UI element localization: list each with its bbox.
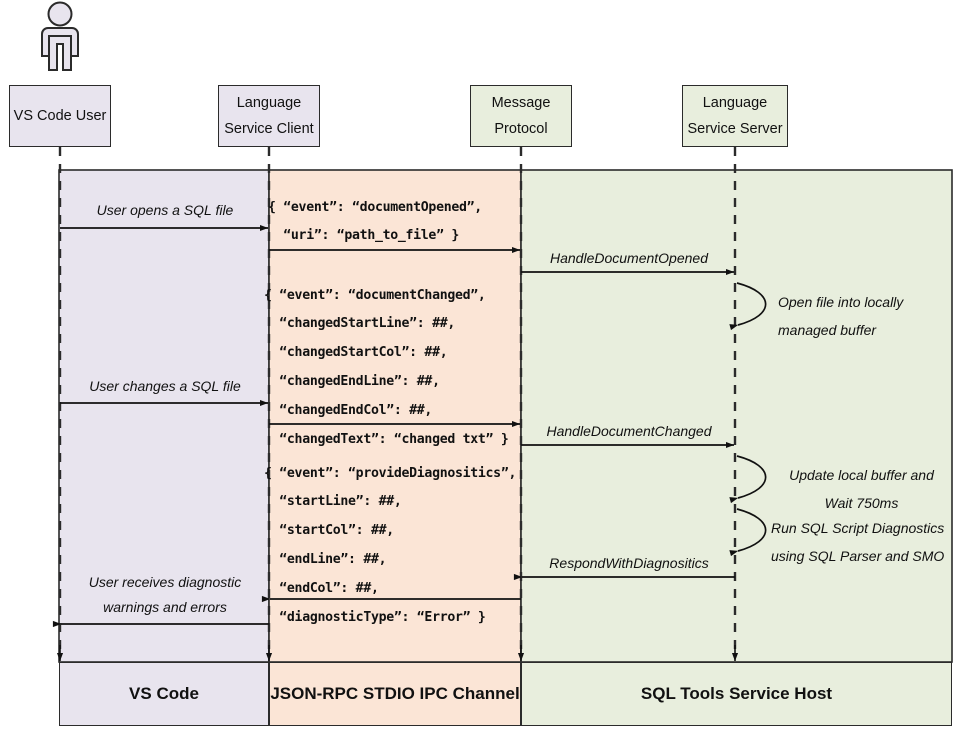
note-line: Open file into locally: [778, 294, 904, 310]
lifeline-terminators: [56, 645, 739, 662]
note-line: managed buffer: [778, 322, 877, 338]
payload-line: “endLine”: ##,: [264, 552, 387, 567]
self-note-open-file: Open file into locally managed buffer: [778, 288, 903, 344]
payload-line: { “event”: “provideDiagnositics”,: [264, 466, 517, 481]
message-label-handle-document-changed: HandleDocumentChanged: [524, 419, 734, 444]
payload-line: “changedStartLine”: ##,: [264, 316, 455, 331]
payload-line: “startLine”: ##,: [264, 494, 402, 509]
self-note-run-diagnostics: Run SQL Script Diagnostics using SQL Par…: [771, 514, 944, 570]
lifeline-title-line2: Service Server: [687, 121, 783, 137]
payload-line: { “event”: “documentOpened”,: [268, 200, 482, 215]
lifeline-header-message-protocol[interactable]: Message Protocol: [470, 85, 572, 147]
payload-line: “startCol”: ##,: [264, 523, 394, 538]
lifeline-header-language-service-client[interactable]: Language Service Client: [218, 85, 320, 147]
note-line: Run SQL Script Diagnostics: [771, 520, 945, 536]
payload-line: “changedEndCol”: ##,: [264, 403, 433, 418]
footer-vs-code[interactable]: VS Code: [59, 662, 269, 726]
lifeline-title-line1: Language: [702, 95, 768, 111]
payload-line: “uri”: “path_to_file” }: [268, 228, 459, 243]
note-line: using SQL Parser and SMO: [771, 548, 945, 564]
payload-line: “endCol”: ##,: [264, 581, 379, 596]
lifeline-title-line1: Language: [236, 95, 302, 111]
footer-ipc-channel[interactable]: JSON-RPC STDIO IPC Channel: [269, 662, 521, 726]
payload-line: “changedText”: “changed txt” }: [264, 432, 509, 447]
lifeline-title-line1: VS Code User: [13, 108, 107, 124]
message-line: HandleDocumentChanged: [546, 423, 712, 439]
footer-label: JSON-RPC STDIO IPC Channel: [270, 684, 520, 703]
message-label-user-receives-diagnostics: User receives diagnostic warnings and er…: [62, 570, 268, 620]
lifeline-header-vs-code-user[interactable]: VS Code User: [9, 85, 111, 147]
person-icon: [41, 1, 79, 71]
message-label-user-changes-sql-file: User changes a SQL file: [62, 374, 268, 399]
note-line: Update local buffer and: [789, 467, 934, 483]
message-label-user-opens-sql-file: User opens a SQL file: [62, 198, 268, 223]
message-label-respond-with-diagnositics: RespondWithDiagnositics: [524, 551, 734, 576]
payload-line: “diagnosticType”: “Error” }: [264, 610, 486, 625]
note-line: Wait 750ms: [824, 495, 899, 511]
selfloop-run-diagnostics: [729, 508, 767, 557]
footer-label: SQL Tools Service Host: [640, 684, 833, 703]
self-note-update-buffer: Update local buffer and Wait 750ms: [774, 461, 949, 517]
band-ipc: [268, 169, 522, 663]
message-line: User receives diagnostic: [88, 574, 242, 590]
selfloop-open-file: [729, 282, 767, 331]
lifeline-title-line2: Service Client: [224, 121, 314, 137]
band-vscode: [58, 169, 270, 663]
lifeline-header-language-service-server[interactable]: Language Service Server: [682, 85, 788, 147]
message-line: User changes a SQL file: [89, 378, 241, 394]
payload-line: “changedStartCol”: ##,: [264, 345, 448, 360]
payload-line: “changedEndLine”: ##,: [264, 374, 440, 389]
message-line: User opens a SQL file: [96, 202, 234, 218]
lifeline-title-line2: Protocol: [494, 121, 548, 137]
lifeline-title-line1: Message: [491, 95, 551, 111]
footer-label: VS Code: [129, 684, 199, 703]
footer-service-host[interactable]: SQL Tools Service Host: [521, 662, 952, 726]
payload-line: { “event”: “documentChanged”,: [264, 288, 486, 303]
selfloop-update-buffer: [729, 455, 767, 504]
message-line: HandleDocumentOpened: [550, 250, 708, 266]
message-line: warnings and errors: [103, 599, 227, 615]
message-label-handle-document-opened: HandleDocumentOpened: [524, 246, 734, 271]
message-line: RespondWithDiagnositics: [549, 555, 709, 571]
band-service-host: [520, 169, 953, 663]
